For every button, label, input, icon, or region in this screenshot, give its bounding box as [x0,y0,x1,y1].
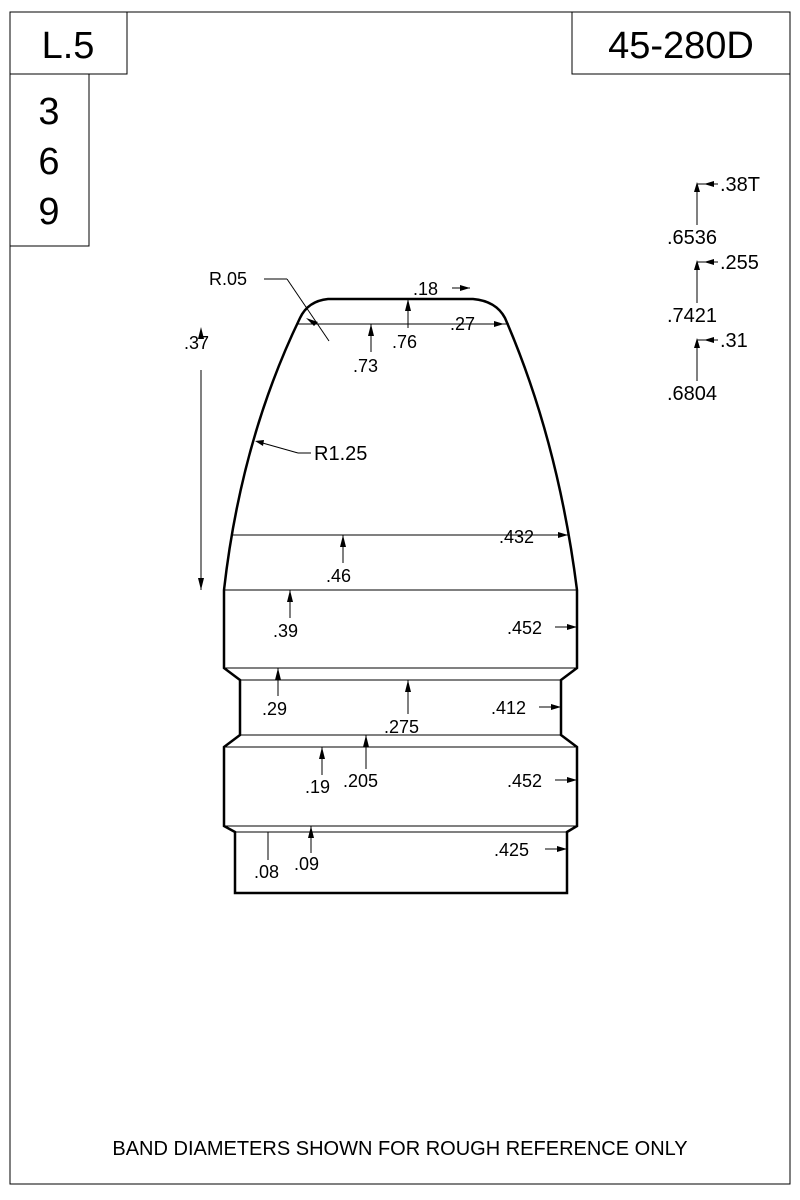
title-block-right: 45-280D [571,11,791,75]
sheet-border [9,11,791,1185]
side-dim-value: .31 [720,330,748,352]
label-d-27: .27 [450,314,475,334]
label-d-205: .205 [343,771,378,791]
label-d-08: .08 [254,862,279,882]
left-label: L.5 [42,25,95,67]
cavity-number: 3 [38,91,59,133]
label-d-46: .46 [326,566,351,586]
label-d-412: .412 [491,698,526,718]
label-d-29: .29 [262,699,287,719]
dimension-leaders [198,278,577,860]
side-dim-stack: .7421 [667,305,717,327]
label-d-275: .275 [384,717,419,737]
side-dim-value: .255 [720,252,759,274]
side-dim-stack: .6536 [667,227,717,249]
label-d-09: .09 [294,854,319,874]
footer-note: BAND DIAMETERS SHOWN FOR ROUGH REFERENCE… [112,1138,687,1160]
label-nose-radius: R.05 [209,269,247,289]
side-dim-value: .38T [720,174,760,196]
label-nose-length: .37 [184,333,209,353]
part-number: 45-280D [608,25,754,67]
bullet-profile [222,297,579,895]
label-d-432: .432 [499,527,534,547]
side-dim-stack: .6804 [667,383,717,405]
label-ogive-radius: R1.25 [314,443,367,465]
cavity-number: 9 [38,191,59,233]
title-block-left: L.5 [9,11,128,75]
dimension-labels: R.05 R1.25 .37 .18 .73 .76 .27 .432 .46 … [184,269,542,882]
label-d-39: .39 [273,621,298,641]
cavity-box: 3 6 9 [9,73,90,247]
bullet-outline [222,297,579,895]
side-dimension-group: .38T .6536 .255 .7421 .31 .6804 [667,174,760,405]
label-meplat: .18 [413,279,438,299]
cavity-number: 6 [38,141,59,183]
label-d-452-top: .452 [507,618,542,638]
label-d-19: .19 [305,777,330,797]
label-d-73: .73 [353,356,378,376]
label-d-452-bottom: .452 [507,771,542,791]
label-d-76: .76 [392,332,417,352]
label-d-425: .425 [494,840,529,860]
